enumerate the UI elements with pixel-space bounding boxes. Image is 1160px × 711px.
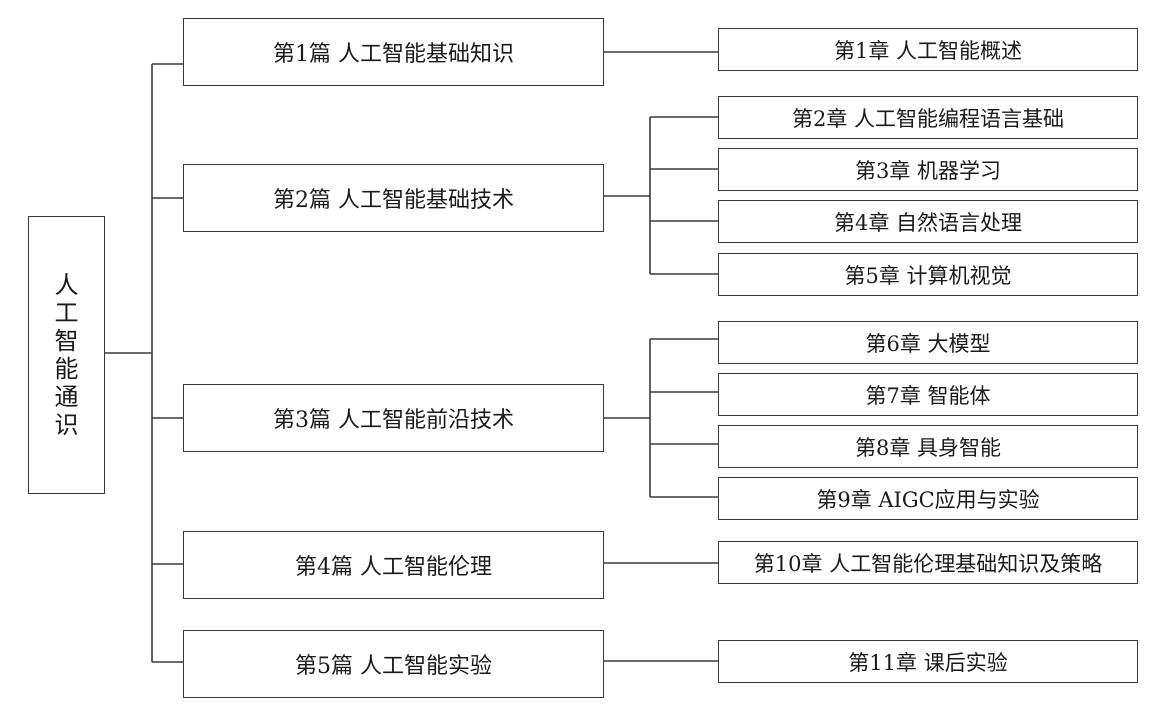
chapter-node-11: 第11章 课后实验 — [718, 640, 1138, 683]
root-char: 工 — [54, 299, 79, 327]
root-char: 识 — [54, 411, 79, 439]
root-char: 通 — [54, 383, 79, 411]
chapter-node-5: 第5章 计算机视觉 — [718, 253, 1138, 296]
chapter-node-8: 第8章 具身智能 — [718, 425, 1138, 468]
chapter-node-1: 第1章 人工智能概述 — [718, 28, 1138, 71]
chapter-node-6: 第6章 大模型 — [718, 321, 1138, 364]
chapter-node-4: 第4章 自然语言处理 — [718, 200, 1138, 243]
part-node-2: 第2篇 人工智能基础技术 — [183, 164, 604, 232]
root-char: 智 — [54, 327, 79, 355]
part-node-5: 第5篇 人工智能实验 — [183, 630, 604, 698]
chapter-node-7: 第7章 智能体 — [718, 373, 1138, 416]
chapter-node-3: 第3章 机器学习 — [718, 148, 1138, 191]
chapter-node-2: 第2章 人工智能编程语言基础 — [718, 96, 1138, 139]
part-node-3: 第3篇 人工智能前沿技术 — [183, 384, 604, 452]
chapter-node-10: 第10章 人工智能伦理基础知识及策略 — [718, 541, 1138, 584]
root-node: 人 工 智 能 通 识 — [28, 216, 105, 494]
part-node-4: 第4篇 人工智能伦理 — [183, 531, 604, 599]
root-char: 能 — [54, 355, 79, 383]
root-char: 人 — [54, 271, 79, 299]
part-node-1: 第1篇 人工智能基础知识 — [183, 18, 604, 86]
chapter-node-9: 第9章 AIGC应用与实验 — [718, 477, 1138, 520]
